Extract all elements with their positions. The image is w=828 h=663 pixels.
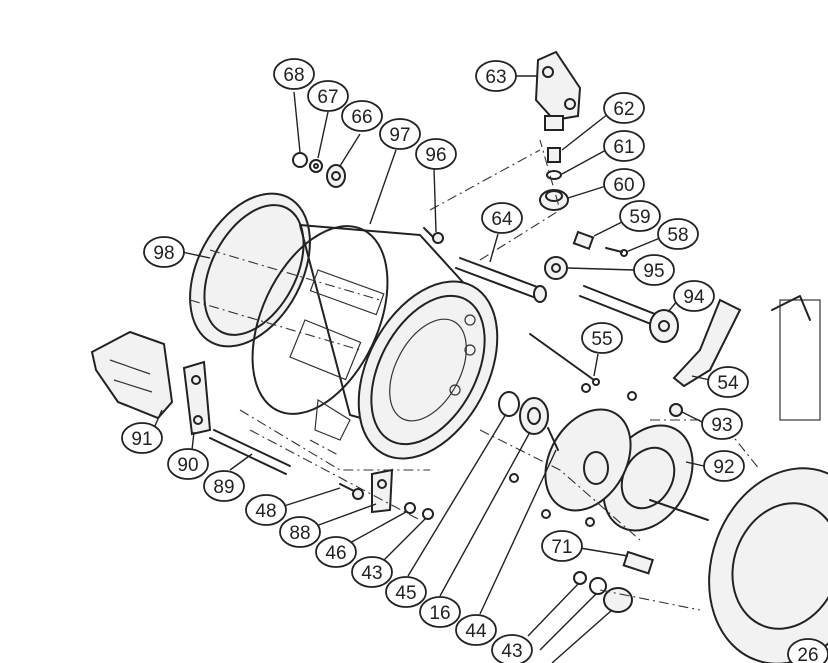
callout-98: 98	[143, 236, 211, 268]
part-55-pin	[529, 333, 600, 386]
callout-59: 59	[593, 200, 661, 237]
callout-26: 26	[787, 638, 828, 663]
svg-text:46: 46	[325, 543, 346, 564]
svg-text:98: 98	[153, 243, 174, 264]
part-spool-plate	[509, 383, 637, 527]
callout-91: 91	[121, 409, 163, 454]
parts-43-lower-stack	[573, 571, 633, 613]
parts-66-67-68-washers	[292, 152, 346, 188]
svg-text:90: 90	[177, 455, 198, 476]
part-63-bracket	[534, 50, 582, 131]
svg-text:97: 97	[389, 125, 410, 146]
svg-text:92: 92	[713, 457, 734, 478]
svg-text:89: 89	[213, 477, 234, 498]
part-71-bushing	[622, 550, 654, 575]
part-94-worm-shaft	[579, 285, 679, 343]
parts-drawing	[90, 50, 828, 663]
assembly-guide-lines	[189, 139, 761, 611]
svg-text:16: 16	[429, 603, 450, 624]
callout-90: 90	[167, 431, 209, 480]
parts-43-46-48-88	[339, 468, 434, 520]
svg-text:61: 61	[613, 137, 634, 158]
callout-71: 71	[541, 530, 629, 562]
callout-68: 68	[273, 58, 315, 153]
callout-89: 89	[203, 453, 253, 502]
svg-text:26: 26	[797, 645, 818, 663]
svg-text:66: 66	[351, 107, 372, 128]
callout-96: 96	[415, 138, 457, 233]
callout-93: 93	[681, 408, 743, 440]
svg-text:96: 96	[425, 145, 446, 166]
callout-55: 55	[581, 322, 623, 377]
callout-95: 95	[567, 254, 675, 286]
svg-text:67: 67	[317, 87, 338, 108]
callout-48: 48	[245, 487, 341, 526]
parts-58-59-clip	[572, 230, 628, 257]
part-91-cover	[90, 330, 174, 420]
part-97-frame	[251, 224, 499, 460]
parts-60-61-62-stack	[539, 147, 569, 211]
callout-88: 88	[279, 503, 377, 548]
part-95-gear	[544, 256, 568, 280]
svg-text:88: 88	[289, 523, 310, 544]
svg-text:68: 68	[283, 65, 304, 86]
part-64-shaft	[455, 257, 547, 303]
callout-46: 46	[315, 511, 407, 568]
callout-61: 61	[561, 130, 645, 175]
svg-text:43: 43	[361, 563, 382, 584]
svg-text:63: 63	[485, 67, 506, 88]
svg-text:60: 60	[613, 175, 634, 196]
part-90-plate	[182, 360, 212, 436]
svg-text:55: 55	[591, 329, 612, 350]
part-93-nut	[669, 403, 683, 417]
svg-text:62: 62	[613, 99, 634, 120]
callout-97: 97	[369, 118, 421, 225]
part-89-rod	[209, 429, 291, 475]
callout-58: 58	[625, 218, 699, 253]
svg-text:71: 71	[551, 537, 572, 558]
svg-text:93: 93	[711, 415, 732, 436]
callout-43-bottom: 43	[491, 583, 613, 663]
callout-62: 62	[561, 92, 645, 151]
part-96-screw	[423, 227, 444, 244]
svg-text:91: 91	[131, 429, 152, 450]
svg-text:58: 58	[667, 225, 688, 246]
callout-94: 94	[667, 280, 715, 313]
callout-60: 60	[567, 168, 645, 200]
svg-text:48: 48	[255, 501, 276, 522]
svg-text:94: 94	[683, 287, 705, 308]
callout-64: 64	[481, 202, 523, 263]
callout-43-left: 43	[351, 517, 427, 588]
svg-text:64: 64	[491, 209, 513, 230]
callout-16: 16	[419, 431, 531, 628]
svg-text:95: 95	[643, 261, 664, 282]
part-98-side-plate	[189, 192, 311, 348]
callout-66: 66	[339, 100, 383, 167]
svg-text:59: 59	[629, 207, 650, 228]
callout-92: 92	[685, 450, 745, 482]
parts-16-44-45-bearings	[498, 391, 559, 451]
svg-text:45: 45	[395, 583, 416, 604]
callout-67: 67	[307, 80, 349, 159]
callout-45: 45	[385, 413, 507, 608]
svg-text:44: 44	[465, 621, 487, 642]
callouts: 68 67 66 97 96 63 62	[121, 58, 828, 663]
callout-63: 63	[475, 60, 538, 92]
svg-text:43: 43	[501, 641, 522, 662]
svg-text:54: 54	[717, 373, 739, 394]
callout-44: 44	[455, 449, 557, 646]
callout-54: 54	[691, 366, 749, 398]
part-26-side-plate	[708, 295, 828, 663]
part-54-arm	[672, 298, 742, 388]
